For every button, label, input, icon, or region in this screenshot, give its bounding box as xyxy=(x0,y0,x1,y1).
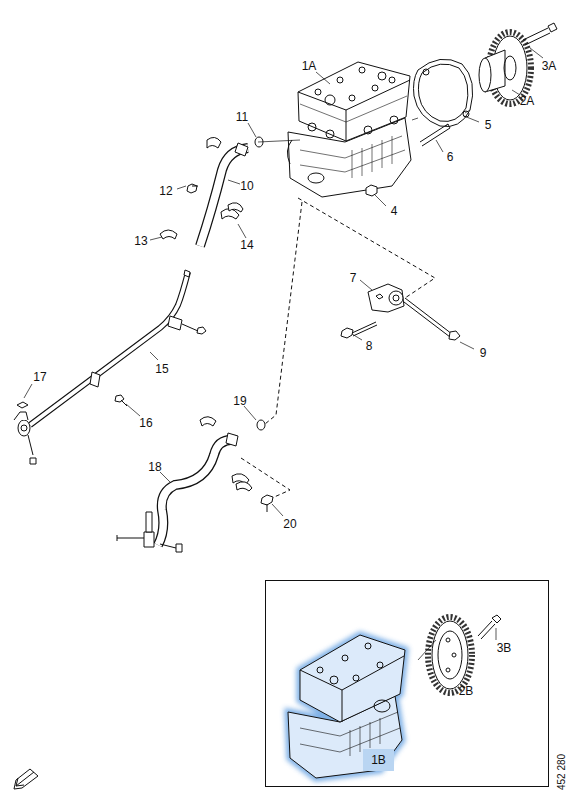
callout-number: 4 xyxy=(391,205,398,217)
callout-number: 19 xyxy=(233,395,246,407)
callout-number: 17 xyxy=(33,371,46,383)
pipe xyxy=(160,137,248,246)
callout-number: 9 xyxy=(480,347,487,359)
callout-number: 20 xyxy=(283,518,296,530)
callout-number: 6 xyxy=(447,151,454,163)
callout-number: 16 xyxy=(139,417,152,429)
bolt xyxy=(523,23,557,45)
bracket xyxy=(341,284,460,340)
callout-number: 2A xyxy=(520,95,535,107)
inset-frame: 3B 2B 1B xyxy=(265,580,549,787)
gear xyxy=(418,617,472,693)
callout-number: 5 xyxy=(485,119,492,131)
callout-number: 14 xyxy=(240,239,253,251)
callout-number: 11 xyxy=(236,111,248,123)
callout-number: 10 xyxy=(240,180,253,192)
callout-number: 12 xyxy=(159,185,172,197)
pin xyxy=(420,124,450,146)
pipe xyxy=(14,270,206,464)
callout-number: 1A xyxy=(302,60,317,72)
callout-number: 3B xyxy=(497,642,512,654)
bolt xyxy=(478,615,501,639)
callout-number: 18 xyxy=(148,461,161,473)
nut xyxy=(366,185,377,196)
callout-number: 7 xyxy=(350,272,357,284)
callout-number: 2B xyxy=(459,685,474,697)
callout-number: 8 xyxy=(366,340,373,352)
washer xyxy=(257,420,265,430)
highlight-box: 1B xyxy=(363,749,394,771)
gasket xyxy=(414,59,473,126)
gear xyxy=(479,32,531,104)
compressor xyxy=(287,62,411,197)
drawing-number: 452 280 xyxy=(557,754,567,790)
compressor-highlighted xyxy=(288,635,405,778)
callout-number: 15 xyxy=(155,363,168,375)
assembly-lines xyxy=(241,198,435,498)
pipe xyxy=(117,417,273,552)
leader-lines xyxy=(24,48,543,681)
callout-number: 1B xyxy=(371,754,386,766)
callout-number: 13 xyxy=(134,235,147,247)
callout-number: 3A xyxy=(542,60,557,72)
direction-arrow xyxy=(14,769,38,789)
